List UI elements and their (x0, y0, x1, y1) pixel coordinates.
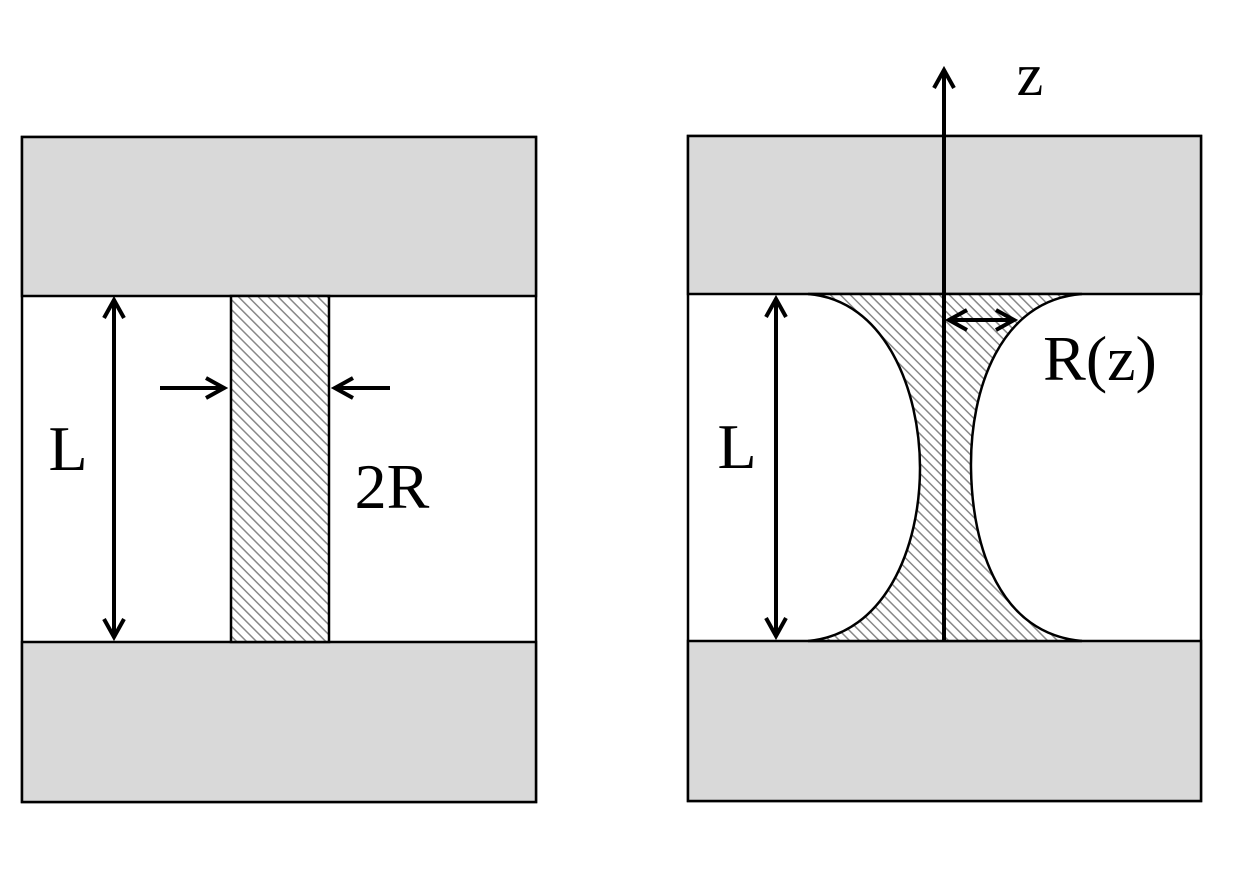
left-bottom-plate (20, 640, 538, 804)
cylindrical-bridge (229, 294, 331, 644)
right-length-label: L (717, 411, 756, 482)
right-bottom-plate (686, 639, 1203, 803)
radius-label: R(z) (1043, 323, 1157, 394)
z-axis-label: z (1017, 42, 1044, 108)
left-diameter-label: 2R (355, 451, 430, 522)
left-length-label: L (48, 413, 87, 484)
left-top-plate (20, 135, 538, 298)
left-panel: L 2R (20, 135, 538, 804)
right-panel: z R(z) L (686, 42, 1203, 803)
